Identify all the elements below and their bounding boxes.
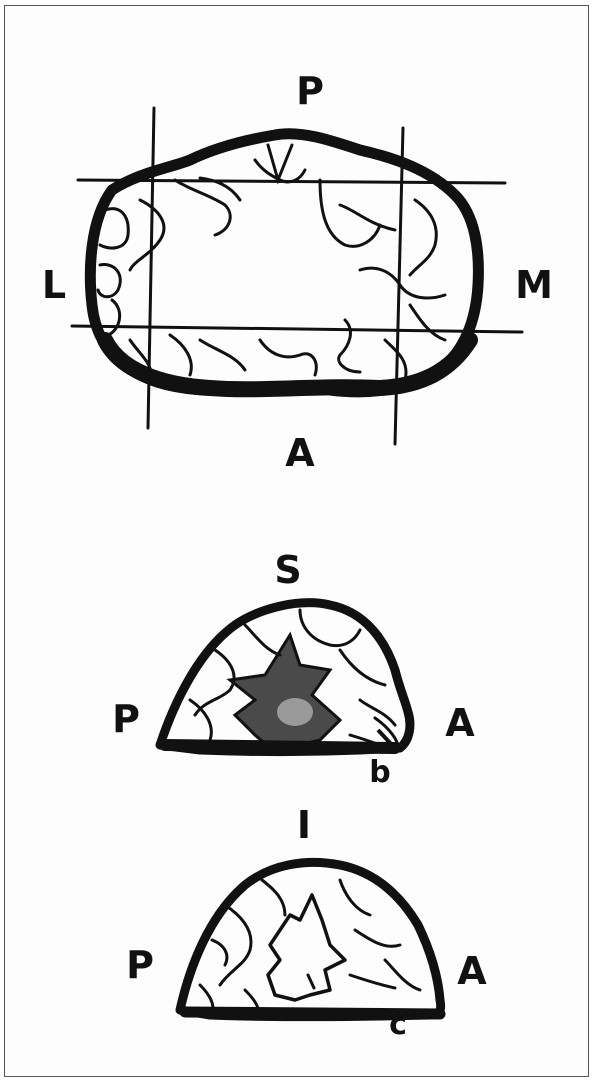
top-label-anterior: A xyxy=(285,431,315,475)
middle-label-anterior: A xyxy=(445,701,475,745)
middle-marrow-shade xyxy=(230,635,340,748)
top-label-posterior: P xyxy=(296,69,324,113)
bottom-label-marker-c: c xyxy=(389,1007,407,1042)
middle-label-superior: S xyxy=(274,548,301,592)
middle-cross-section: S P A b xyxy=(112,548,475,790)
middle-label-posterior: P xyxy=(112,697,140,741)
bottom-cross-section: I P A c xyxy=(126,803,487,1042)
top-label-lateral: L xyxy=(42,263,66,307)
top-cortex-thick-lower xyxy=(105,340,470,389)
middle-base-thick xyxy=(165,745,395,748)
bottom-central-cavity xyxy=(268,895,345,1000)
bottom-label-inferior: I xyxy=(297,803,311,847)
bottom-label-posterior: P xyxy=(126,943,154,987)
bottom-label-anterior: A xyxy=(457,949,487,993)
middle-label-marker-b: b xyxy=(369,755,390,790)
top-label-medial: M xyxy=(515,263,553,307)
middle-marrow-light-spot xyxy=(277,698,313,726)
top-cross-section: P A L M xyxy=(42,69,553,475)
